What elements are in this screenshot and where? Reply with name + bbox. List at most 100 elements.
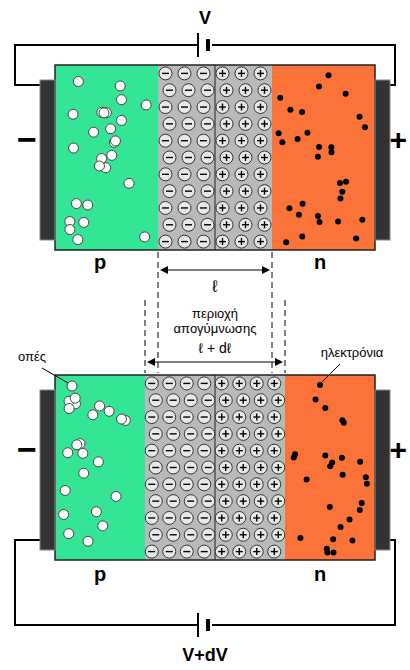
- ion-sign: [187, 433, 194, 434]
- ion-sign: [166, 450, 173, 451]
- polarity-sign: −: [17, 120, 37, 159]
- hole: [79, 217, 89, 227]
- ion-sign: [152, 433, 159, 434]
- negative-ion: [178, 201, 191, 214]
- positive-ion: [233, 411, 246, 424]
- negative-ion: [198, 478, 211, 491]
- positive-ion: [219, 461, 232, 474]
- electron: [299, 109, 305, 115]
- positive-ion: [233, 377, 246, 390]
- positive-ion: [258, 84, 271, 97]
- ion-sign: [278, 397, 279, 404]
- positive-ion: [215, 478, 228, 491]
- ion-sign: [183, 450, 190, 451]
- ion-sign: [245, 87, 246, 94]
- positive-ion: [216, 134, 229, 147]
- hole: [95, 401, 105, 411]
- ion-sign: [170, 433, 177, 434]
- negative-ion: [163, 185, 176, 198]
- ion-sign: [243, 397, 244, 404]
- ion-sign: [239, 447, 240, 454]
- positive-ion: [254, 67, 267, 80]
- hole: [73, 235, 83, 245]
- ion-sign: [239, 414, 240, 421]
- negative-ion: [198, 411, 211, 424]
- negative-ion: [180, 478, 193, 491]
- positive-ion: [268, 545, 281, 558]
- hole: [110, 136, 120, 146]
- ion-sign: [256, 447, 257, 454]
- negative-ion: [178, 101, 191, 114]
- ion-sign: [185, 157, 192, 158]
- ion-sign: [166, 157, 173, 158]
- negative-ion: [201, 218, 214, 231]
- ion-sign: [226, 188, 227, 195]
- negative-ion: [202, 461, 215, 474]
- ion-sign: [241, 204, 242, 211]
- ion-sign: [260, 137, 261, 144]
- ion-sign: [200, 241, 207, 242]
- hole: [83, 536, 93, 546]
- positive-ion: [258, 117, 271, 130]
- electron: [328, 149, 334, 155]
- negative-ion: [202, 427, 215, 440]
- ion-sign: [200, 106, 207, 107]
- positive-ion: [254, 528, 267, 541]
- ion-sign: [148, 416, 155, 417]
- electron: [363, 474, 369, 480]
- positive-ion: [237, 528, 250, 541]
- polarity-sign: +: [389, 123, 407, 158]
- negative-ion: [159, 67, 172, 80]
- electron: [341, 420, 347, 426]
- region-label: περιοχή απογύμνωσης: [160, 307, 270, 337]
- negative-ion: [201, 117, 214, 130]
- electron: [343, 91, 349, 97]
- ion-sign: [221, 481, 222, 488]
- negative-ion: [163, 117, 176, 130]
- positive-ion: [254, 461, 267, 474]
- negative-ion: [145, 444, 158, 457]
- positive-ion: [233, 511, 246, 524]
- electron: [337, 196, 343, 202]
- negative-ion: [197, 134, 210, 147]
- negative-ion: [163, 377, 176, 390]
- region-label: n: [314, 251, 326, 274]
- positive-ion: [233, 545, 246, 558]
- positive-ion: [268, 478, 281, 491]
- electron: [295, 136, 301, 142]
- electron: [316, 144, 322, 150]
- electron: [291, 454, 297, 460]
- hole: [104, 406, 114, 416]
- hole: [116, 95, 126, 105]
- ion-sign: [185, 90, 192, 91]
- electron: [287, 107, 293, 113]
- negative-ion: [163, 151, 176, 164]
- ion-sign: [148, 551, 155, 552]
- electron: [338, 524, 344, 530]
- electron: [297, 535, 303, 541]
- ion-sign: [264, 120, 265, 127]
- ion-sign: [187, 534, 194, 535]
- ion-sign: [170, 467, 177, 468]
- ion-sign: [239, 380, 240, 387]
- electron: [322, 453, 328, 459]
- negative-ion: [180, 511, 193, 524]
- positive-ion: [272, 394, 285, 407]
- ion-sign: [205, 467, 212, 468]
- hole: [98, 521, 108, 531]
- ion-sign: [183, 517, 190, 518]
- negative-ion: [197, 168, 210, 181]
- ion-sign: [260, 238, 261, 245]
- positive-ion: [268, 444, 281, 457]
- negative-ion: [163, 411, 176, 424]
- positive-ion: [215, 411, 228, 424]
- negative-ion: [198, 377, 211, 390]
- hole: [94, 161, 104, 171]
- negative-ion: [149, 495, 162, 508]
- ion-sign: [221, 414, 222, 421]
- ion-sign: [274, 481, 275, 488]
- hole: [73, 76, 83, 86]
- ion-sign: [222, 204, 223, 211]
- electron: [364, 481, 370, 487]
- negative-ion: [163, 218, 176, 231]
